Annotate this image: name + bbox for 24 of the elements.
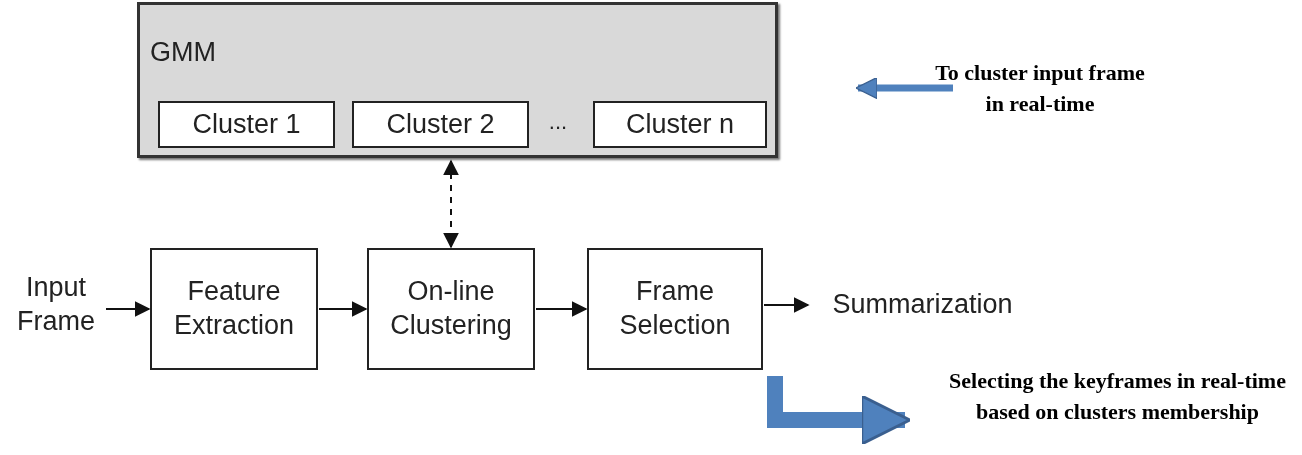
process-box xyxy=(367,248,535,370)
annotation-text: To cluster input frame in real-time xyxy=(925,14,1155,164)
ellipsis-label: ... xyxy=(547,108,569,137)
annotation-text: Selecting the keyframes in real-time based on clusters membership xyxy=(935,338,1300,455)
model-panel xyxy=(137,2,778,158)
process-box xyxy=(587,248,763,370)
box-label: Cluster 2 xyxy=(386,107,495,141)
box-label: On-line Clustering xyxy=(389,275,513,342)
flow-label: Input Frame xyxy=(6,255,106,355)
cluster-box xyxy=(158,101,335,148)
flow-label: Summarization xyxy=(810,285,1035,325)
arrow xyxy=(763,297,810,313)
double-arrow xyxy=(443,159,459,249)
cluster-box xyxy=(352,101,529,148)
panel-title: GMM xyxy=(150,39,216,66)
box-label: Cluster n xyxy=(625,107,734,141)
arrow xyxy=(105,301,151,317)
arrow xyxy=(535,301,588,317)
box-label: Cluster 1 xyxy=(192,107,301,141)
process-box xyxy=(150,248,318,370)
cluster-box xyxy=(593,101,767,148)
arrow xyxy=(318,301,368,317)
box-label: Frame Selection xyxy=(618,275,732,342)
box-label: Feature Extraction xyxy=(172,275,296,342)
